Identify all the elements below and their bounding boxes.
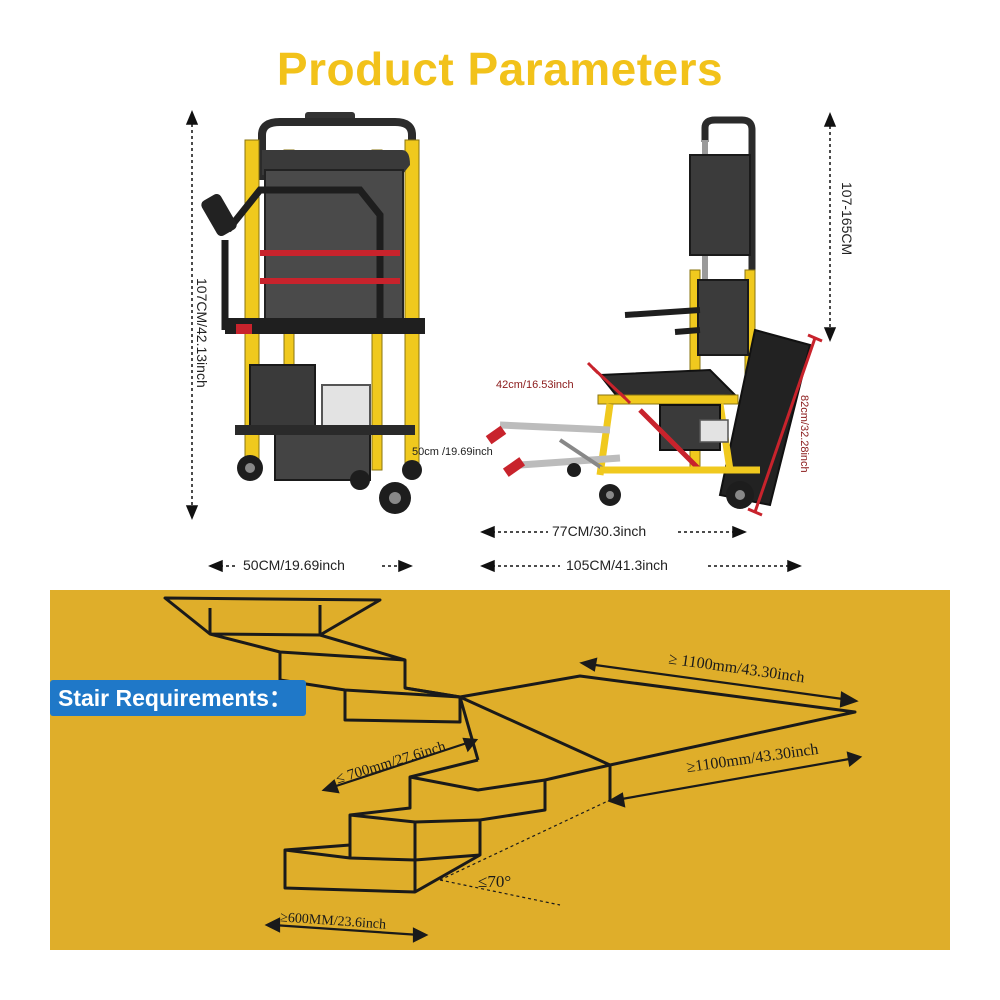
front-view-chair bbox=[201, 112, 425, 514]
front-width-dimension bbox=[208, 559, 413, 573]
side-view-chair bbox=[485, 116, 812, 509]
page-title: Product Parameters bbox=[276, 43, 724, 95]
total-length-dimension bbox=[480, 559, 802, 573]
seat-width-label: 42cm/16.53inch bbox=[496, 379, 574, 391]
base-length-dimension bbox=[480, 525, 747, 539]
front-width-label: 50CM/19.69inch bbox=[243, 557, 345, 573]
product-illustration bbox=[185, 110, 837, 573]
total-length-label: 105CM/41.3inch bbox=[566, 557, 668, 573]
front-height-dimension bbox=[185, 110, 199, 520]
footrest-label: 50cm /19.69inch bbox=[412, 446, 493, 458]
stair-panel bbox=[50, 590, 950, 950]
angle-label: ≤70° bbox=[478, 872, 512, 891]
side-height-dimension bbox=[823, 112, 837, 342]
side-red-markers bbox=[586, 333, 823, 517]
base-length-label: 77CM/30.3inch bbox=[552, 523, 647, 539]
stair-requirements-badge: Stair Requirements： bbox=[50, 680, 306, 716]
